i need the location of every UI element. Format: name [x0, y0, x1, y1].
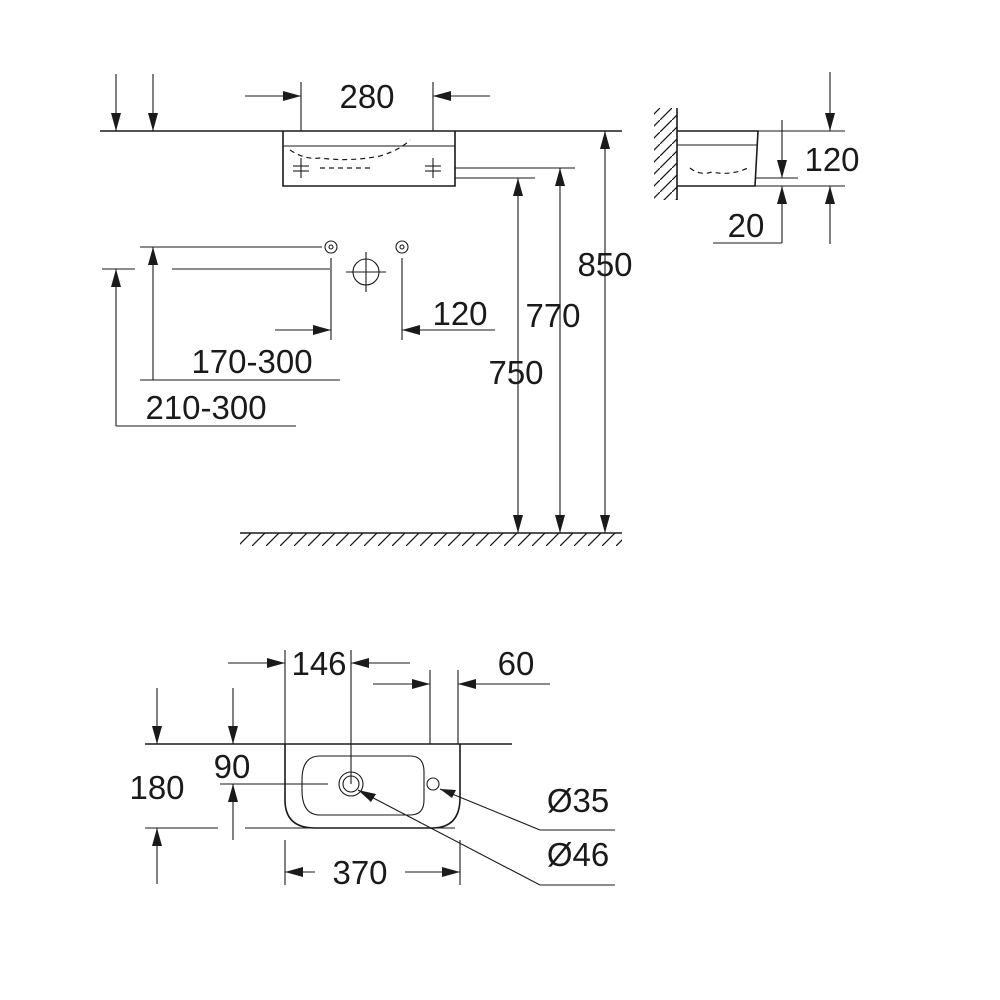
dim-370: 370	[284, 840, 461, 891]
dim-120-offset: 120	[402, 295, 495, 335]
dim-146-label: 146	[291, 645, 346, 682]
floor-hatch	[240, 532, 622, 546]
dim-170-300-label: 170-300	[191, 343, 312, 380]
dim-90: 90	[214, 688, 251, 840]
basin-front-shape	[282, 131, 456, 187]
top-view: 146 60 90 180	[129, 645, 615, 891]
dim-180-label: 180	[129, 769, 184, 806]
dim-20-thickness: 20	[713, 120, 787, 244]
leader-d46: Ø46	[357, 789, 615, 886]
dim-850: 850	[577, 131, 633, 533]
top-arrows-left	[111, 74, 158, 131]
dim-146: 146	[228, 645, 410, 682]
mounting-mark-left	[293, 158, 309, 178]
dim-770-label: 770	[525, 297, 580, 334]
dim-280: 280	[245, 78, 490, 131]
basin-top-shape	[284, 744, 461, 829]
leader-d35: Ø35	[439, 782, 615, 831]
dim-120-offset-label: 120	[432, 295, 487, 332]
dim-120-depth: 120	[804, 72, 860, 244]
wall-fixing-holes	[140, 240, 409, 340]
basin-side-shape	[677, 130, 759, 187]
side-view: 120 20	[654, 72, 860, 244]
hole-d46-label: Ø46	[547, 836, 609, 873]
dim-750: 750	[488, 178, 544, 533]
mounting-mark-right	[425, 158, 441, 178]
dim-370-label: 370	[332, 854, 387, 891]
wall-hatch	[654, 108, 678, 200]
dim-20-thickness-label: 20	[728, 207, 765, 244]
dim-280-label: 280	[339, 78, 394, 115]
dim-210-300-label: 210-300	[145, 389, 266, 426]
dim-170-300: 170-300	[140, 247, 340, 381]
dim-90-label: 90	[214, 748, 251, 785]
tap-hole	[426, 777, 440, 791]
dim-120-depth-label: 120	[804, 141, 859, 178]
dim-770: 770	[525, 168, 581, 533]
dim-180: 180	[129, 688, 185, 884]
dim-210-300: 210-300	[102, 268, 296, 427]
dim-60: 60	[373, 645, 550, 689]
dim-750-label: 750	[488, 354, 543, 391]
hole-d35-label: Ø35	[547, 782, 609, 819]
dim-60-label: 60	[498, 645, 535, 682]
front-view: 280 17	[100, 74, 633, 546]
dim-850-label: 850	[577, 246, 632, 283]
